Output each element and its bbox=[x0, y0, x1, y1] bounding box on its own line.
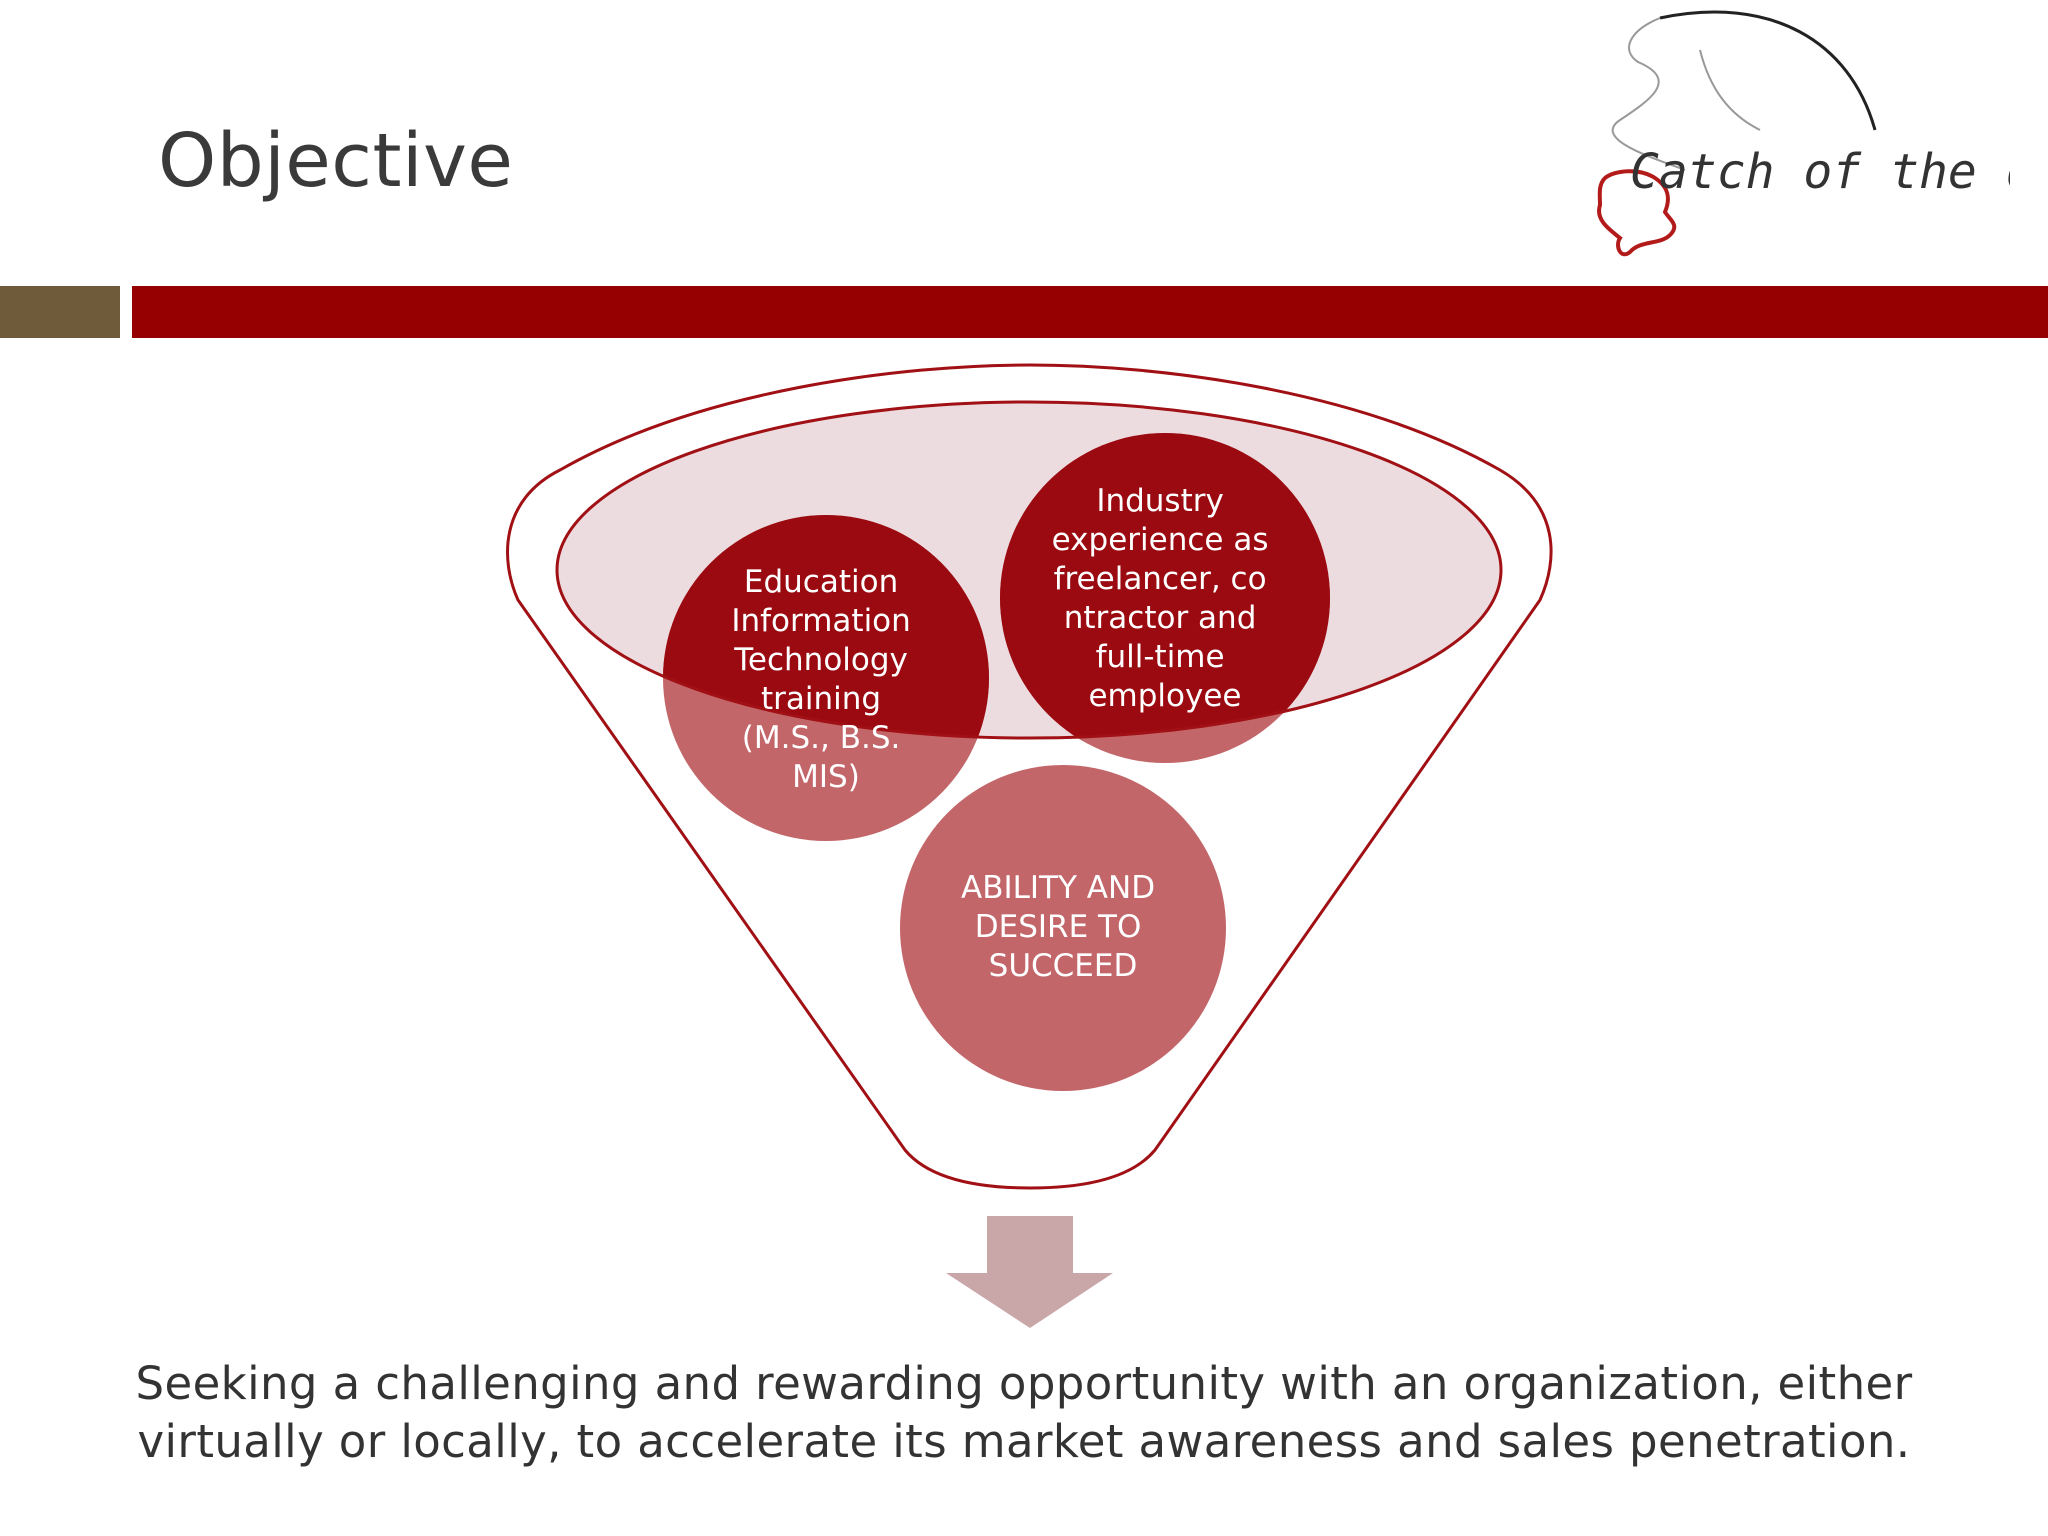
industry-line: Industry bbox=[1096, 483, 1224, 519]
logo-text: Catch of the day bbox=[1630, 144, 2010, 200]
industry-label: Industry experience as freelancer, co nt… bbox=[1052, 483, 1279, 714]
header-bar-accent bbox=[0, 286, 120, 338]
header-bar bbox=[132, 286, 2048, 338]
objective-line: virtually or locally, to accelerate its … bbox=[137, 1415, 1911, 1468]
education-line: training bbox=[761, 681, 881, 717]
education-line: (M.S., B.S. bbox=[742, 720, 901, 756]
catch-of-the-day-logo: Catch of the day bbox=[1597, 10, 2010, 257]
industry-line: employee bbox=[1088, 678, 1241, 714]
education-line: MIS) bbox=[792, 759, 860, 795]
ability-line: ABILITY AND bbox=[961, 870, 1155, 906]
education-line: Technology bbox=[733, 642, 908, 678]
ability-line: DESIRE TO bbox=[975, 909, 1142, 945]
objective-line: Seeking a challenging and rewarding oppo… bbox=[135, 1357, 1913, 1410]
education-line: Information bbox=[731, 603, 910, 639]
industry-line: freelancer, co bbox=[1054, 561, 1267, 597]
industry-line: experience as bbox=[1052, 522, 1269, 558]
objective-statement: Seeking a challenging and rewarding oppo… bbox=[60, 1355, 1988, 1471]
ability-line: SUCCEED bbox=[989, 948, 1138, 984]
slide-title: Objective bbox=[158, 118, 514, 204]
industry-line: full-time bbox=[1096, 639, 1225, 675]
circle-ability bbox=[900, 765, 1226, 1091]
education-line: Education bbox=[744, 564, 898, 600]
ability-label: ABILITY AND DESIRE TO SUCCEED bbox=[961, 870, 1165, 984]
funnel-outline bbox=[506, 363, 1553, 1190]
down-arrow-icon bbox=[946, 1216, 1113, 1328]
industry-line: ntractor and bbox=[1064, 600, 1257, 636]
education-label: Education Information Technology trainin… bbox=[731, 564, 920, 795]
